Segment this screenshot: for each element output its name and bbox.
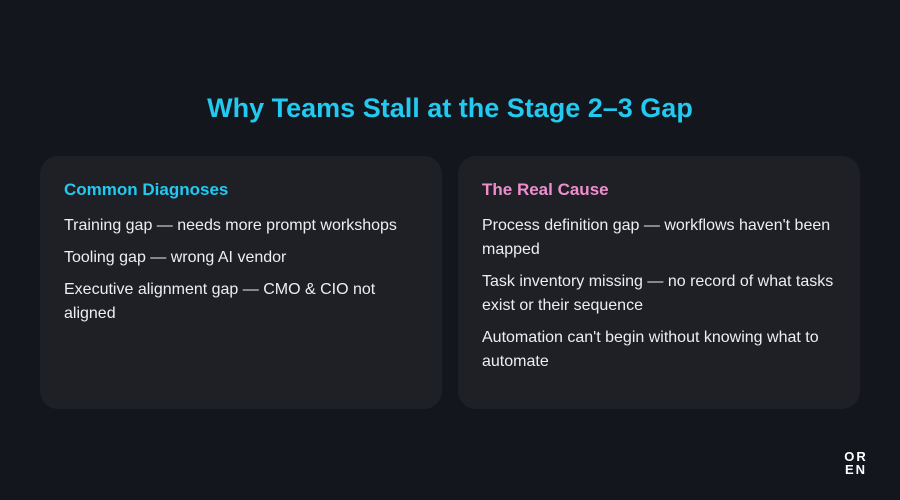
common-diagnoses-list: Training gap — needs more prompt worksho… (64, 214, 418, 326)
logo-line-2: EN (844, 462, 868, 477)
list-item: Task inventory missing — no record of wh… (482, 273, 834, 314)
real-cause-heading: The Real Cause (482, 180, 609, 199)
slide-title: Why Teams Stall at the Stage 2–3 Gap (207, 93, 693, 123)
list-item: Training gap — needs more prompt worksho… (64, 217, 397, 234)
real-cause-list: Process definition gap — workflows haven… (482, 214, 836, 374)
list-item: Tooling gap — wrong AI vendor (64, 249, 287, 266)
oren-logo: OR EN (841, 450, 871, 476)
common-diagnoses-card: Common Diagnoses Training gap — needs mo… (40, 156, 442, 409)
list-item: Process definition gap — workflows haven… (482, 217, 831, 258)
list-item: Executive alignment gap — CMO & CIO not … (64, 281, 376, 322)
list-item: Automation can't begin without knowing w… (482, 329, 819, 370)
logo-line-1: OR (844, 449, 868, 464)
real-cause-card: The Real Cause Process definition gap — … (458, 156, 860, 409)
common-diagnoses-heading: Common Diagnoses (64, 180, 229, 199)
